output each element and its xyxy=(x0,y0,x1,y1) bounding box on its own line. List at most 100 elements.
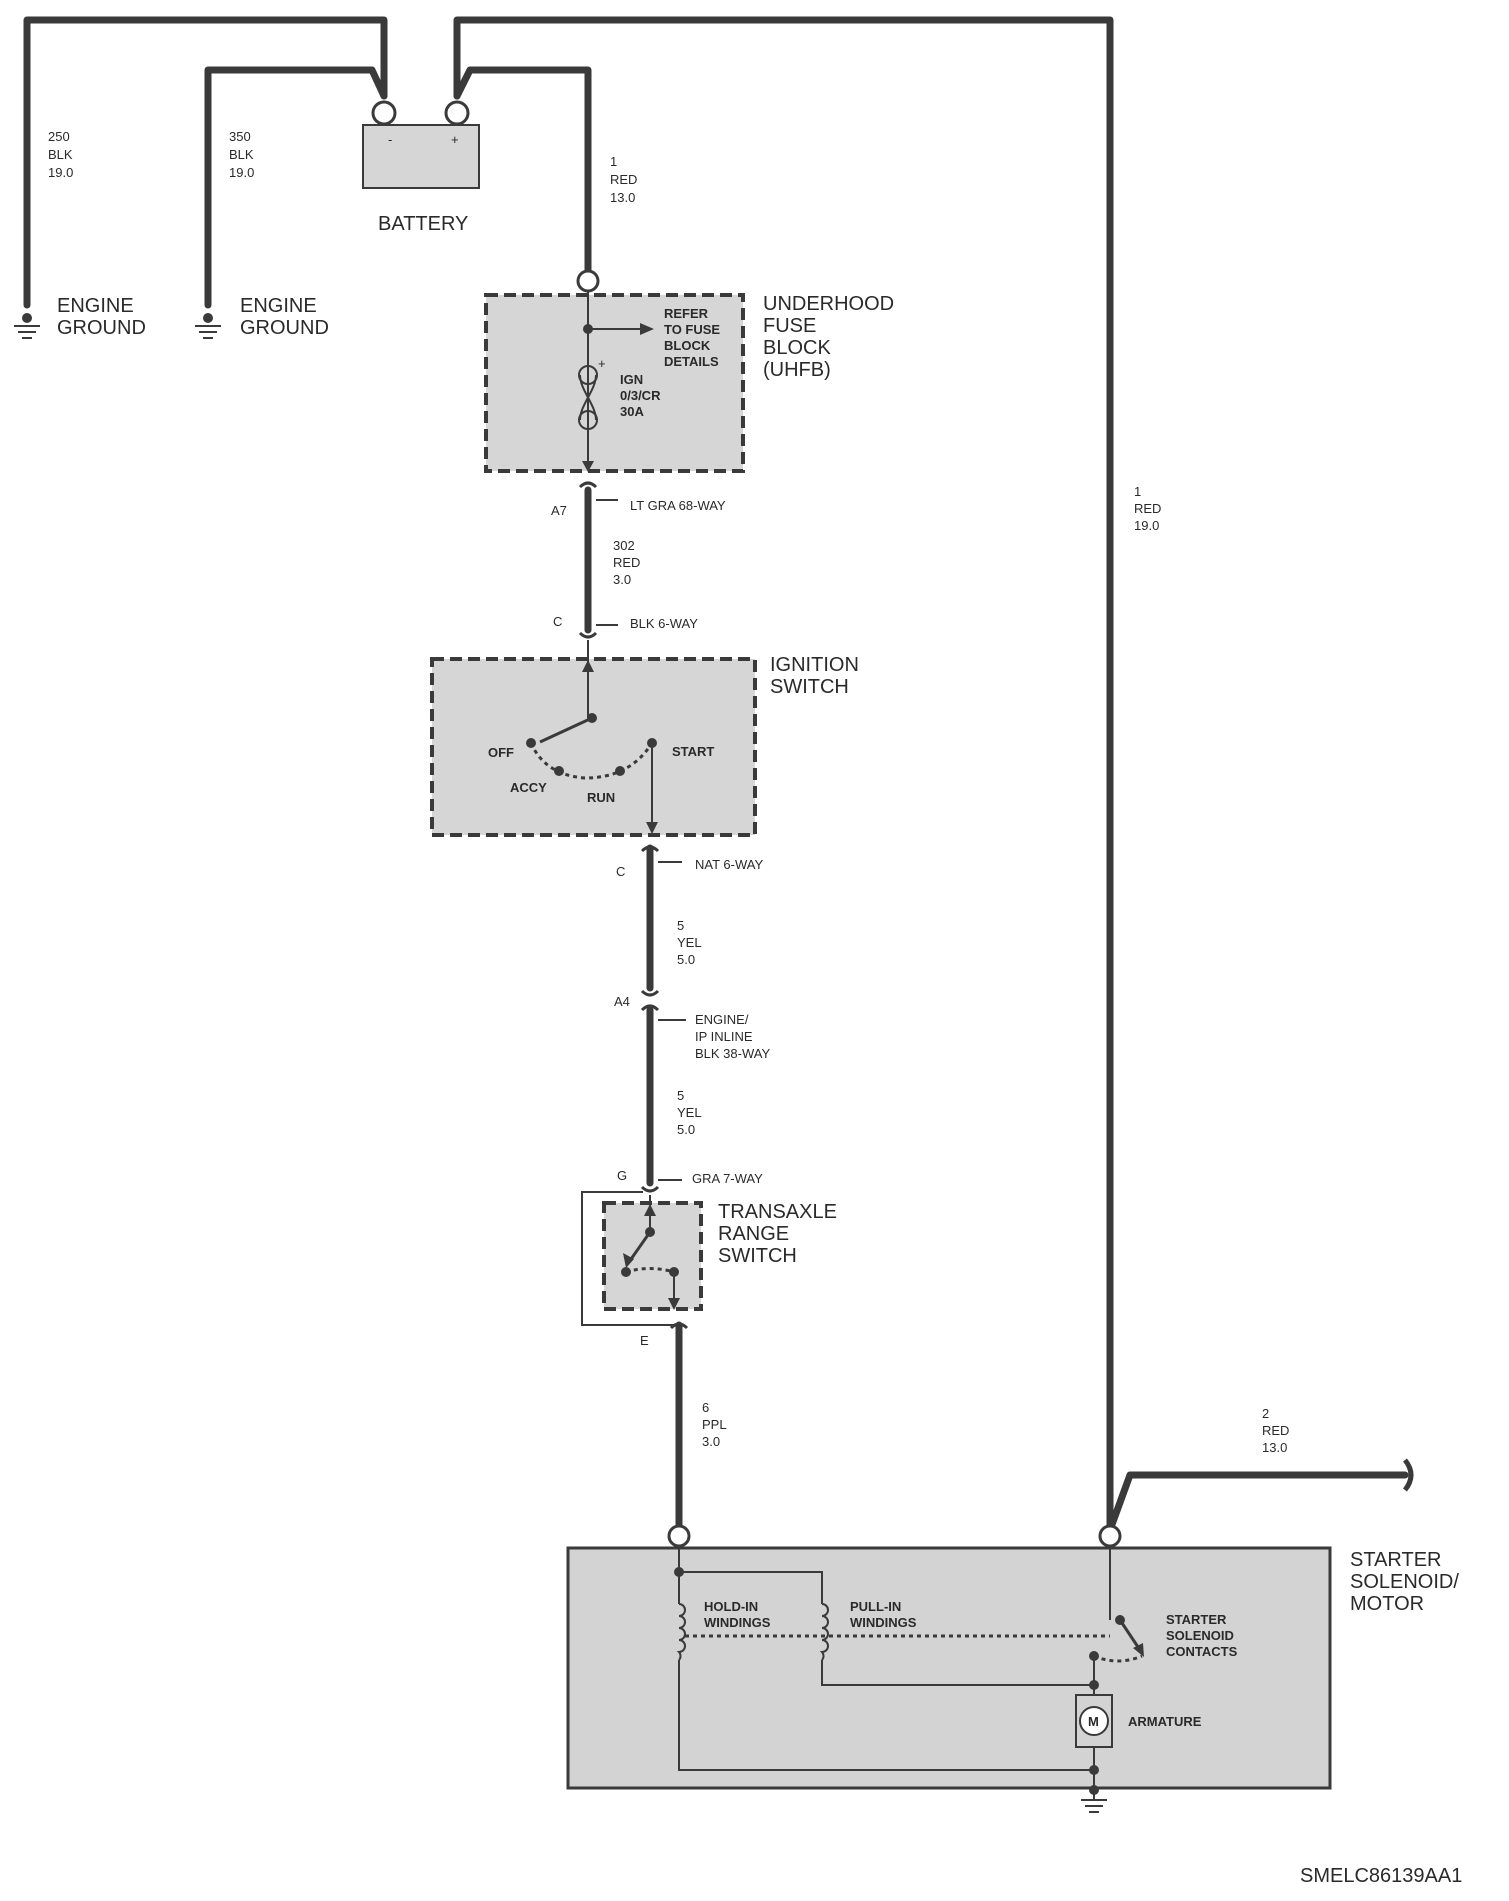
wire-250-color: BLK xyxy=(48,147,73,162)
wire-2-red-color: RED xyxy=(1262,1423,1289,1438)
wire-2-red xyxy=(1106,1471,1409,1534)
ignition-switch xyxy=(430,657,757,837)
armature-label: ARMATURE xyxy=(1128,1714,1202,1729)
wire-5a-number: 5 xyxy=(677,918,684,933)
wire-2-red-size: 13.0 xyxy=(1262,1440,1287,1455)
transaxle-range-switch xyxy=(602,1201,703,1311)
starter-s-terminal xyxy=(667,1524,691,1548)
wire-5b-color: YEL xyxy=(677,1105,702,1120)
hold-in-label-line2: WINDINGS xyxy=(704,1615,771,1630)
pull-in-coil-icon xyxy=(819,1603,829,1661)
connector-c-nat-icon xyxy=(640,845,660,853)
wire-6-size: 3.0 xyxy=(702,1434,720,1449)
starter-title-line2: SOLENOID/ xyxy=(1350,1571,1459,1593)
ignition-label-off: OFF xyxy=(488,745,514,760)
wire-350-size: 19.0 xyxy=(229,165,254,180)
motor-symbol: M xyxy=(1088,1714,1099,1729)
uhfb-refer-line2: TO FUSE xyxy=(664,322,720,337)
transaxle-title-line2: RANGE xyxy=(718,1223,789,1245)
starter-battery-terminal xyxy=(1098,1524,1122,1548)
solenoid-contacts-line2: SOLENOID xyxy=(1166,1628,1234,1643)
connector-e-icon xyxy=(669,1322,689,1330)
wire-6-number: 6 xyxy=(702,1400,709,1415)
wire-1-red-19-color: RED xyxy=(1134,501,1161,516)
wire-250-number: 250 xyxy=(48,129,70,144)
connector-a4-icon xyxy=(640,989,660,1012)
uhfb-title-line2: FUSE xyxy=(763,315,816,337)
connector-g-name: GRA 7-WAY xyxy=(692,1171,763,1186)
uhfb-title-line4: (UHFB) xyxy=(763,359,831,381)
arrow-down-icon xyxy=(646,822,658,834)
transaxle-title-line1: TRANSAXLE xyxy=(718,1201,837,1223)
wire-6-color: PPL xyxy=(702,1417,727,1432)
wire-350-blk xyxy=(204,66,388,309)
connector-c-nat-pin: C xyxy=(616,864,625,879)
engine-ground-label-2a: ENGINE xyxy=(240,295,317,317)
fuse-icon xyxy=(578,365,598,430)
transaxle-link xyxy=(625,1267,675,1274)
uhfb-refer-line4: DETAILS xyxy=(664,354,719,369)
solenoid-contacts-line3: CONTACTS xyxy=(1166,1644,1238,1659)
connector-g-icon xyxy=(640,1185,660,1193)
wire-5a-size: 5.0 xyxy=(677,952,695,967)
ignition-switch-arm xyxy=(539,716,593,744)
fuse-plus-symbol: + xyxy=(598,356,606,371)
transaxle-bracket xyxy=(581,1191,679,1326)
fuse-label-line3: 30A xyxy=(620,404,644,419)
battery-negative-terminal xyxy=(371,100,397,126)
connector-c-blk-icon xyxy=(578,631,598,639)
fuse-label-line2: 0/3/CR xyxy=(620,388,661,403)
starter-title-line3: MOTOR xyxy=(1350,1593,1424,1615)
connector-a7-pin: A7 xyxy=(551,503,567,518)
wire-1-red-size: 13.0 xyxy=(610,190,635,205)
ignition-title-line1: IGNITION xyxy=(770,654,859,676)
arrow-down-icon xyxy=(582,461,594,472)
wire-250-size: 19.0 xyxy=(48,165,73,180)
hold-in-windings-path xyxy=(678,1572,1094,1771)
engine-ground-label-2b: GROUND xyxy=(240,317,329,339)
wire-2-red-number: 2 xyxy=(1262,1406,1269,1421)
connector-a4-name-line2: IP INLINE xyxy=(695,1029,753,1044)
battery-positive-symbol: + xyxy=(451,132,459,147)
wire-250-blk xyxy=(23,16,388,309)
document-id: SMELC86139AA1 xyxy=(1300,1865,1462,1887)
wire-2-red-end-tick xyxy=(1402,1458,1414,1492)
starter-ground-splice xyxy=(1089,1765,1099,1775)
hold-in-coil-icon xyxy=(676,1603,686,1661)
transaxle-title-line3: SWITCH xyxy=(718,1245,797,1267)
connector-c-blk-name: BLK 6-WAY xyxy=(630,616,698,631)
starter-title-line1: STARTER xyxy=(1350,1549,1442,1571)
uhfb-title-line3: BLOCK xyxy=(763,337,831,359)
wire-350-color: BLK xyxy=(229,147,254,162)
wire-5b-number: 5 xyxy=(677,1088,684,1103)
arrow-right-icon xyxy=(640,323,654,335)
solenoid-contacts-line1: STARTER xyxy=(1166,1612,1227,1627)
wire-1-red-to-starter xyxy=(453,16,1114,1534)
uhfb-refer-line3: BLOCK xyxy=(664,338,711,353)
connector-a4-name-line3: BLK 38-WAY xyxy=(695,1046,770,1061)
engine-ground-label-1b: GROUND xyxy=(57,317,146,339)
arrow-down-left-icon xyxy=(623,1253,634,1268)
connector-e-pin: E xyxy=(640,1333,649,1348)
ignition-label-run: RUN xyxy=(587,790,615,805)
wire-5a-color: YEL xyxy=(677,935,702,950)
starter-ground-icon xyxy=(1081,1785,1107,1813)
ignition-label-start: START xyxy=(672,744,714,759)
wire-1-red-number: 1 xyxy=(610,154,617,169)
pull-in-windings-path xyxy=(679,1571,1094,1686)
wire-1-red-to-uhfb xyxy=(453,66,592,276)
underhood-fuse-block xyxy=(484,293,745,473)
fuse-label-line1: IGN xyxy=(620,372,643,387)
uhfb-terminal xyxy=(576,269,600,293)
solenoid-contact-arm xyxy=(1118,1619,1142,1651)
connector-c-blk-pin: C xyxy=(553,614,562,629)
pull-in-label-line2: WINDINGS xyxy=(850,1615,917,1630)
arrow-down-right-icon xyxy=(1133,1643,1144,1657)
solenoid-contact-link xyxy=(1093,1654,1143,1663)
connector-a4-pin: A4 xyxy=(614,994,630,1009)
armature-splice xyxy=(1089,1680,1099,1690)
battery-symbol xyxy=(362,124,480,189)
battery-negative-symbol: - xyxy=(388,132,392,147)
connector-a7-icon xyxy=(578,481,598,489)
